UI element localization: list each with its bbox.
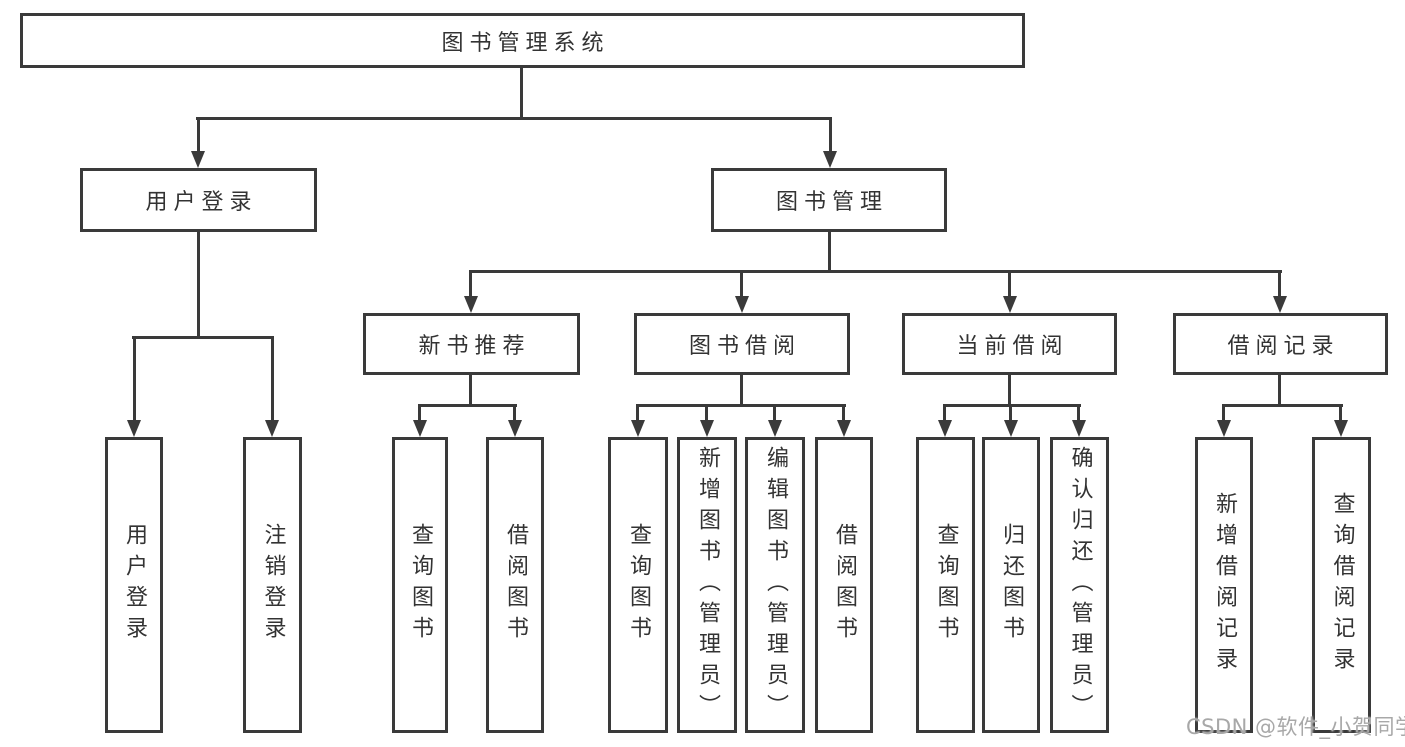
arrow-down-icon [1334,420,1348,437]
connector-level2-rail [196,117,832,120]
connector-drop-leaf [943,404,946,422]
leaf-borrow-books-recommend: 借阅图书 [486,437,544,733]
node-label: 图书管理系统 [441,30,610,56]
connector-drop-leaf [636,404,639,422]
connector-drop-leaf [842,404,845,422]
connector-borrow-records-rail [1222,404,1343,407]
node-label: 用户登录 [122,523,147,647]
connector-drop-leaf [705,404,708,422]
connector-drop-borrow-records [1278,270,1281,298]
node-label: 编辑图书（管理员） [763,445,788,725]
node-label: 查询图书 [626,523,651,647]
connector-drop-leaf [418,404,421,422]
leaf-return-books: 归还图书 [982,437,1040,733]
node-label: 查询图书 [408,523,433,647]
arrow-down-icon [700,420,714,437]
leaf-borrow-books: 借阅图书 [815,437,873,733]
arrow-down-icon [413,420,427,437]
node-book-management: 图书管理 [711,168,947,232]
leaf-query-borrow-record: 查询借阅记录 [1312,437,1371,733]
connector-drop-leaf [1339,404,1342,422]
connector-current-borrow-stem [1008,375,1011,407]
arrow-down-icon [1003,296,1017,313]
connector-drop-leaf [1009,404,1012,422]
connector-drop-leaf [773,404,776,422]
node-label: 新增图书（管理员） [695,445,720,725]
leaf-confirm-return-admin: 确认归还（管理员） [1050,437,1109,733]
arrow-down-icon [464,296,478,313]
connector-drop-logout-leaf [271,336,274,421]
node-label: 新书推荐 [418,334,531,359]
arrow-down-icon [837,420,851,437]
arrow-down-icon [1217,420,1231,437]
arrow-down-icon [1004,420,1018,437]
connector-user-login-rail [132,336,274,339]
leaf-add-borrow-record: 新增借阅记录 [1195,437,1253,733]
leaf-edit-books-admin: 编辑图书（管理员） [745,437,805,733]
connector-drop-leaf [1077,404,1080,422]
node-label: 借阅记录 [1227,334,1340,359]
node-user-login: 用户登录 [80,168,317,232]
node-label: 注销登录 [260,523,286,647]
node-current-borrowing: 当前借阅 [902,313,1117,375]
node-label: 借阅图书 [832,523,857,647]
node-label: 确认归还（管理员） [1067,445,1093,725]
connector-current-borrow-rail [943,404,1081,407]
connector-level3-rail [469,270,1282,273]
connector-book-borrow-stem [740,375,743,407]
node-label: 当前借阅 [956,334,1069,359]
leaf-user-login: 用户登录 [105,437,163,733]
connector-drop-leaf [1222,404,1225,422]
arrow-down-icon [265,420,279,437]
node-label: 用户登录 [145,190,258,215]
connector-drop-new-book [469,270,472,298]
connector-new-book-stem [469,375,472,407]
node-label: 新增借阅记录 [1212,492,1237,678]
connector-new-book-rail [418,404,517,407]
arrow-down-icon [191,151,205,168]
node-borrowing-records: 借阅记录 [1173,313,1388,375]
connector-book-borrow-rail [636,404,846,407]
node-label: 查询借阅记录 [1329,492,1355,678]
arrow-down-icon [735,296,749,313]
node-library-system: 图书管理系统 [20,13,1025,68]
connector-book-mgmt-stem [828,232,831,273]
connector-drop-book-mgmt [829,117,832,153]
leaf-query-books-current: 查询图书 [916,437,975,733]
connector-drop-leaf [513,404,516,422]
node-label: 图书管理 [775,190,888,215]
leaf-add-books-admin: 新增图书（管理员） [677,437,737,733]
node-book-borrowing: 图书借阅 [634,313,850,375]
connector-drop-book-borrow [740,270,743,298]
node-label: 借阅图书 [503,523,528,647]
connector-drop-user-login [197,117,200,153]
node-label: 归还图书 [999,523,1024,647]
leaf-query-books-borrow: 查询图书 [608,437,668,733]
arrow-down-icon [823,151,837,168]
arrow-down-icon [508,420,522,437]
leaf-logout: 注销登录 [243,437,302,733]
connector-drop-current-borrow [1008,270,1011,298]
node-label: 图书借阅 [688,334,801,359]
arrow-down-icon [1072,420,1086,437]
connector-root-stem [520,68,523,118]
connector-drop-login-leaf [133,336,136,421]
arrow-down-icon [768,420,782,437]
arrow-down-icon [1273,296,1287,313]
watermark: CSDN @软件_小贺同学 [1186,715,1405,739]
arrow-down-icon [631,420,645,437]
leaf-query-books-recommend: 查询图书 [392,437,448,733]
connector-user-login-stem [197,232,200,337]
arrow-down-icon [127,420,141,437]
node-new-book-recommend: 新书推荐 [363,313,580,375]
node-label: 查询图书 [933,523,959,647]
arrow-down-icon [938,420,952,437]
connector-borrow-records-stem [1278,375,1281,407]
